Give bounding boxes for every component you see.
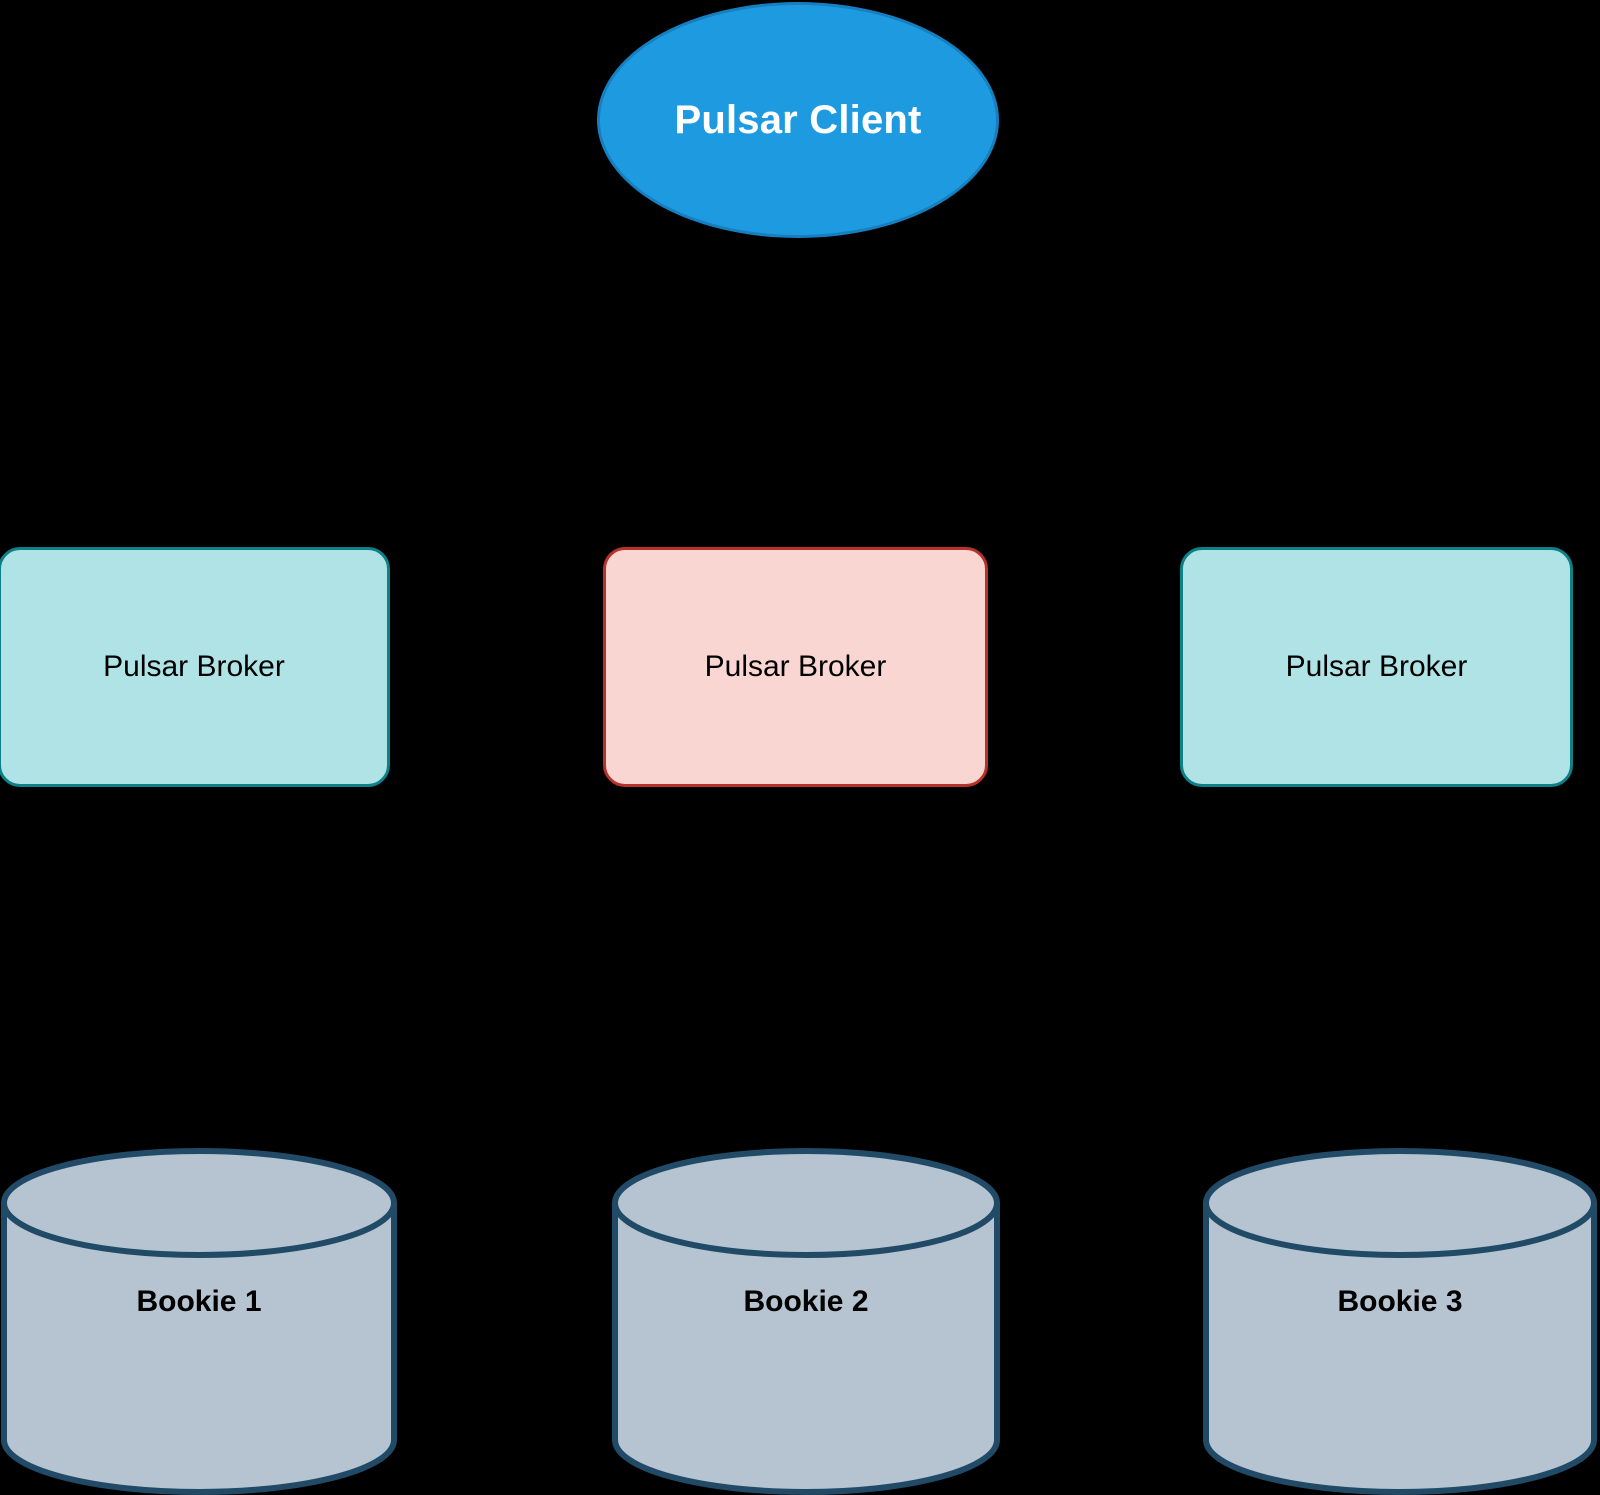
cylinder-shape-icon [1203, 1148, 1597, 1495]
pulsar-broker-node-1[interactable]: Pulsar Broker [0, 547, 390, 787]
pulsar-broker-node-3[interactable]: Pulsar Broker [1180, 547, 1573, 787]
pulsar-broker-node-2[interactable]: Pulsar Broker [603, 547, 988, 787]
pulsar-broker-label-3: Pulsar Broker [1285, 650, 1468, 683]
bookie-node-1[interactable]: Bookie 1 [1, 1148, 397, 1495]
cylinder-shape-icon [1, 1148, 397, 1495]
bookie-node-3[interactable]: Bookie 3 [1203, 1148, 1597, 1495]
pulsar-client-label: Pulsar Client [674, 97, 922, 142]
pulsar-client-node[interactable]: Pulsar Client [597, 2, 999, 238]
cylinder-shape-icon [612, 1148, 1000, 1495]
pulsar-broker-label-2: Pulsar Broker [704, 650, 887, 683]
bookie-node-2[interactable]: Bookie 2 [612, 1148, 1000, 1495]
pulsar-broker-label-1: Pulsar Broker [103, 650, 285, 683]
